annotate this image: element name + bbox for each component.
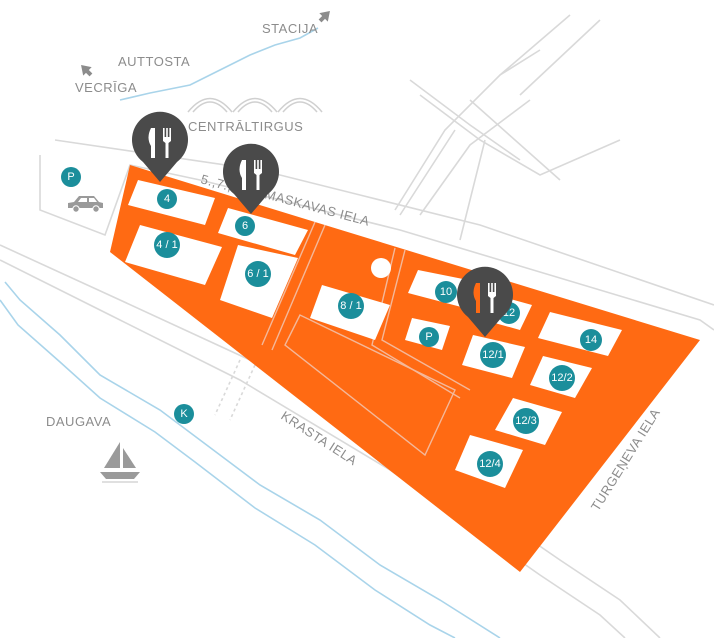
car-icon [68, 196, 103, 213]
badge-p-top[interactable]: P [61, 167, 81, 187]
road-crossing [214, 359, 256, 421]
restaurant-pin-icon[interactable] [132, 111, 188, 182]
label-daugava: DAUGAVA [46, 414, 111, 429]
badge-12-3[interactable]: 12/3 [513, 408, 539, 434]
svg-text:6: 6 [242, 220, 248, 232]
road-maskavas-top [54, 139, 714, 306]
inner-walkway-c [381, 249, 471, 391]
badge-10[interactable]: 10 [435, 281, 457, 303]
market-hall-icon [187, 97, 323, 113]
river-shore-upper [4, 281, 501, 638]
label-centraltirgus: CENTRĀLTIRGUS [188, 119, 303, 134]
svg-text:12/4: 12/4 [479, 458, 500, 470]
badge-4[interactable]: 4 [157, 189, 177, 209]
inner-walkway-a [261, 221, 316, 346]
direction-arrow-icon[interactable] [77, 61, 95, 79]
restaurant-pin-icon[interactable] [457, 266, 513, 337]
badge-k[interactable]: K [174, 404, 194, 424]
badge-4-1[interactable]: 4 / 1 [154, 232, 180, 258]
road-grid-b [399, 14, 601, 241]
badge-12-1[interactable]: 12/1 [480, 342, 506, 368]
svg-text:K: K [180, 408, 188, 420]
badge-6[interactable]: 6 [235, 216, 255, 236]
svg-text:P: P [425, 331, 432, 343]
label-vecriga: VECRĪGA [75, 80, 137, 95]
badge-12-4[interactable]: 12/4 [477, 451, 503, 477]
svg-text:14: 14 [585, 334, 597, 346]
sailboat-icon [100, 442, 140, 483]
svg-text:12/3: 12/3 [515, 415, 536, 427]
label-stacija: STACIJA [262, 21, 318, 36]
inner-walkway-d [371, 247, 461, 399]
plot-14[interactable] [538, 312, 622, 356]
label-auttosta: AUTTOSTA [118, 54, 190, 69]
road-grid-a [394, 49, 621, 216]
svg-text:12/1: 12/1 [482, 349, 503, 361]
badge-p-inner[interactable]: P [419, 327, 439, 347]
svg-text:4: 4 [164, 193, 170, 205]
restaurant-pin-icon[interactable] [223, 143, 279, 214]
market-area-polygon[interactable] [110, 165, 700, 572]
badge-14[interactable]: 14 [580, 329, 602, 351]
river-shore-lower [0, 299, 456, 638]
svg-text:P: P [67, 171, 74, 183]
badge-6-1[interactable]: 6 / 1 [245, 261, 271, 287]
badge-8-1[interactable]: 8 / 1 [338, 293, 364, 319]
svg-text:10: 10 [440, 286, 452, 298]
direction-arrow-icon[interactable] [316, 7, 334, 25]
svg-text:6 / 1: 6 / 1 [247, 268, 268, 280]
svg-text:8 / 1: 8 / 1 [340, 300, 361, 312]
fountain-marker [371, 258, 391, 278]
svg-text:4 / 1: 4 / 1 [156, 239, 177, 251]
inner-walkway-b [271, 224, 326, 351]
svg-text:12/2: 12/2 [551, 372, 572, 384]
inner-courtyard [284, 314, 456, 457]
stream-to-stacija [119, 27, 319, 101]
badge-12-2[interactable]: 12/2 [549, 365, 575, 391]
